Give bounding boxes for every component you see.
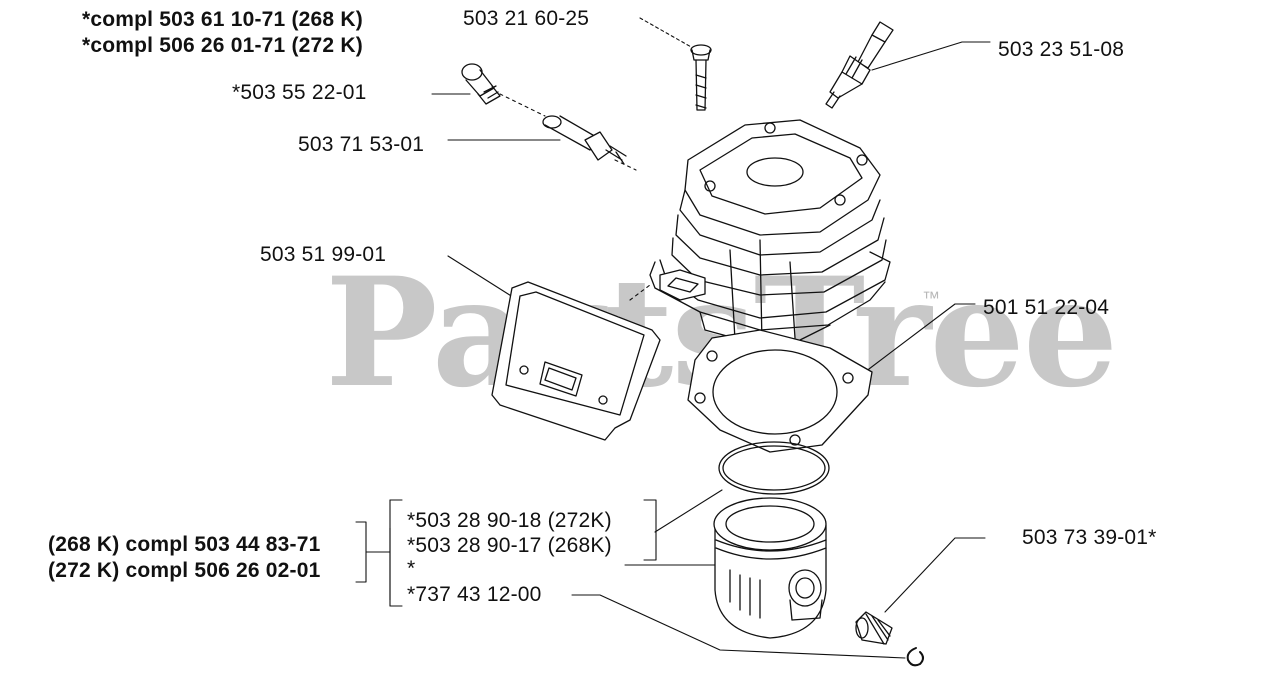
leader-cyl-gasket [864, 303, 976, 373]
leader-screw [639, 17, 694, 49]
decompression-valve-part [461, 63, 501, 105]
leader-decomp-dash [499, 93, 546, 117]
label-piston-compl-272: (272 K) compl 506 26 02-01 [48, 559, 321, 582]
label-cylinder-gasket: 501 51 22-04 [983, 296, 1110, 319]
spark-plug-part [825, 21, 894, 109]
label-screw: 503 21 60-25 [463, 7, 590, 30]
leader-ring [654, 489, 723, 533]
circlip-part [906, 647, 924, 667]
piston-part [713, 497, 827, 639]
label-decompression-valve: *503 55 22-01 [232, 81, 367, 104]
label-piston: * [407, 557, 416, 580]
label-cylinder-compl-268: *compl 503 61 10-71 (268 K) [82, 8, 363, 31]
leader-circlip [571, 594, 906, 659]
leader-muffler-dash [629, 284, 651, 301]
cylinder-part [649, 119, 891, 346]
watermark-trademark: ™ [922, 288, 940, 308]
label-valve-sleeve: 503 71 53-01 [298, 133, 425, 156]
valve-sleeve-part [542, 115, 627, 165]
leader-spark-plug [871, 41, 991, 71]
muffler-gasket-part [491, 281, 661, 441]
cylinder-gasket-part [687, 329, 873, 453]
bracket-compl [355, 521, 391, 583]
label-piston-ring-272: *503 28 90-18 (272K) [407, 509, 612, 532]
label-circlip: *737 43 12-00 [407, 583, 542, 606]
leader-bearing [884, 537, 986, 613]
label-piston-ring-268: *503 28 90-17 (268K) [407, 534, 612, 557]
leader-valve-dash [614, 159, 637, 171]
screw-part [690, 44, 712, 111]
label-needle-bearing: 503 73 39-01* [1022, 526, 1157, 549]
label-piston-compl-268: (268 K) compl 503 44 83-71 [48, 533, 321, 556]
label-muffler-gasket: 503 51 99-01 [260, 243, 387, 266]
label-spark-plug: 503 23 51-08 [998, 38, 1125, 61]
label-cylinder-compl-272: *compl 506 26 01-71 (272 K) [82, 34, 363, 57]
piston-ring-part [718, 441, 830, 495]
needle-bearing-part [855, 611, 893, 645]
leader-lines [355, 17, 991, 659]
